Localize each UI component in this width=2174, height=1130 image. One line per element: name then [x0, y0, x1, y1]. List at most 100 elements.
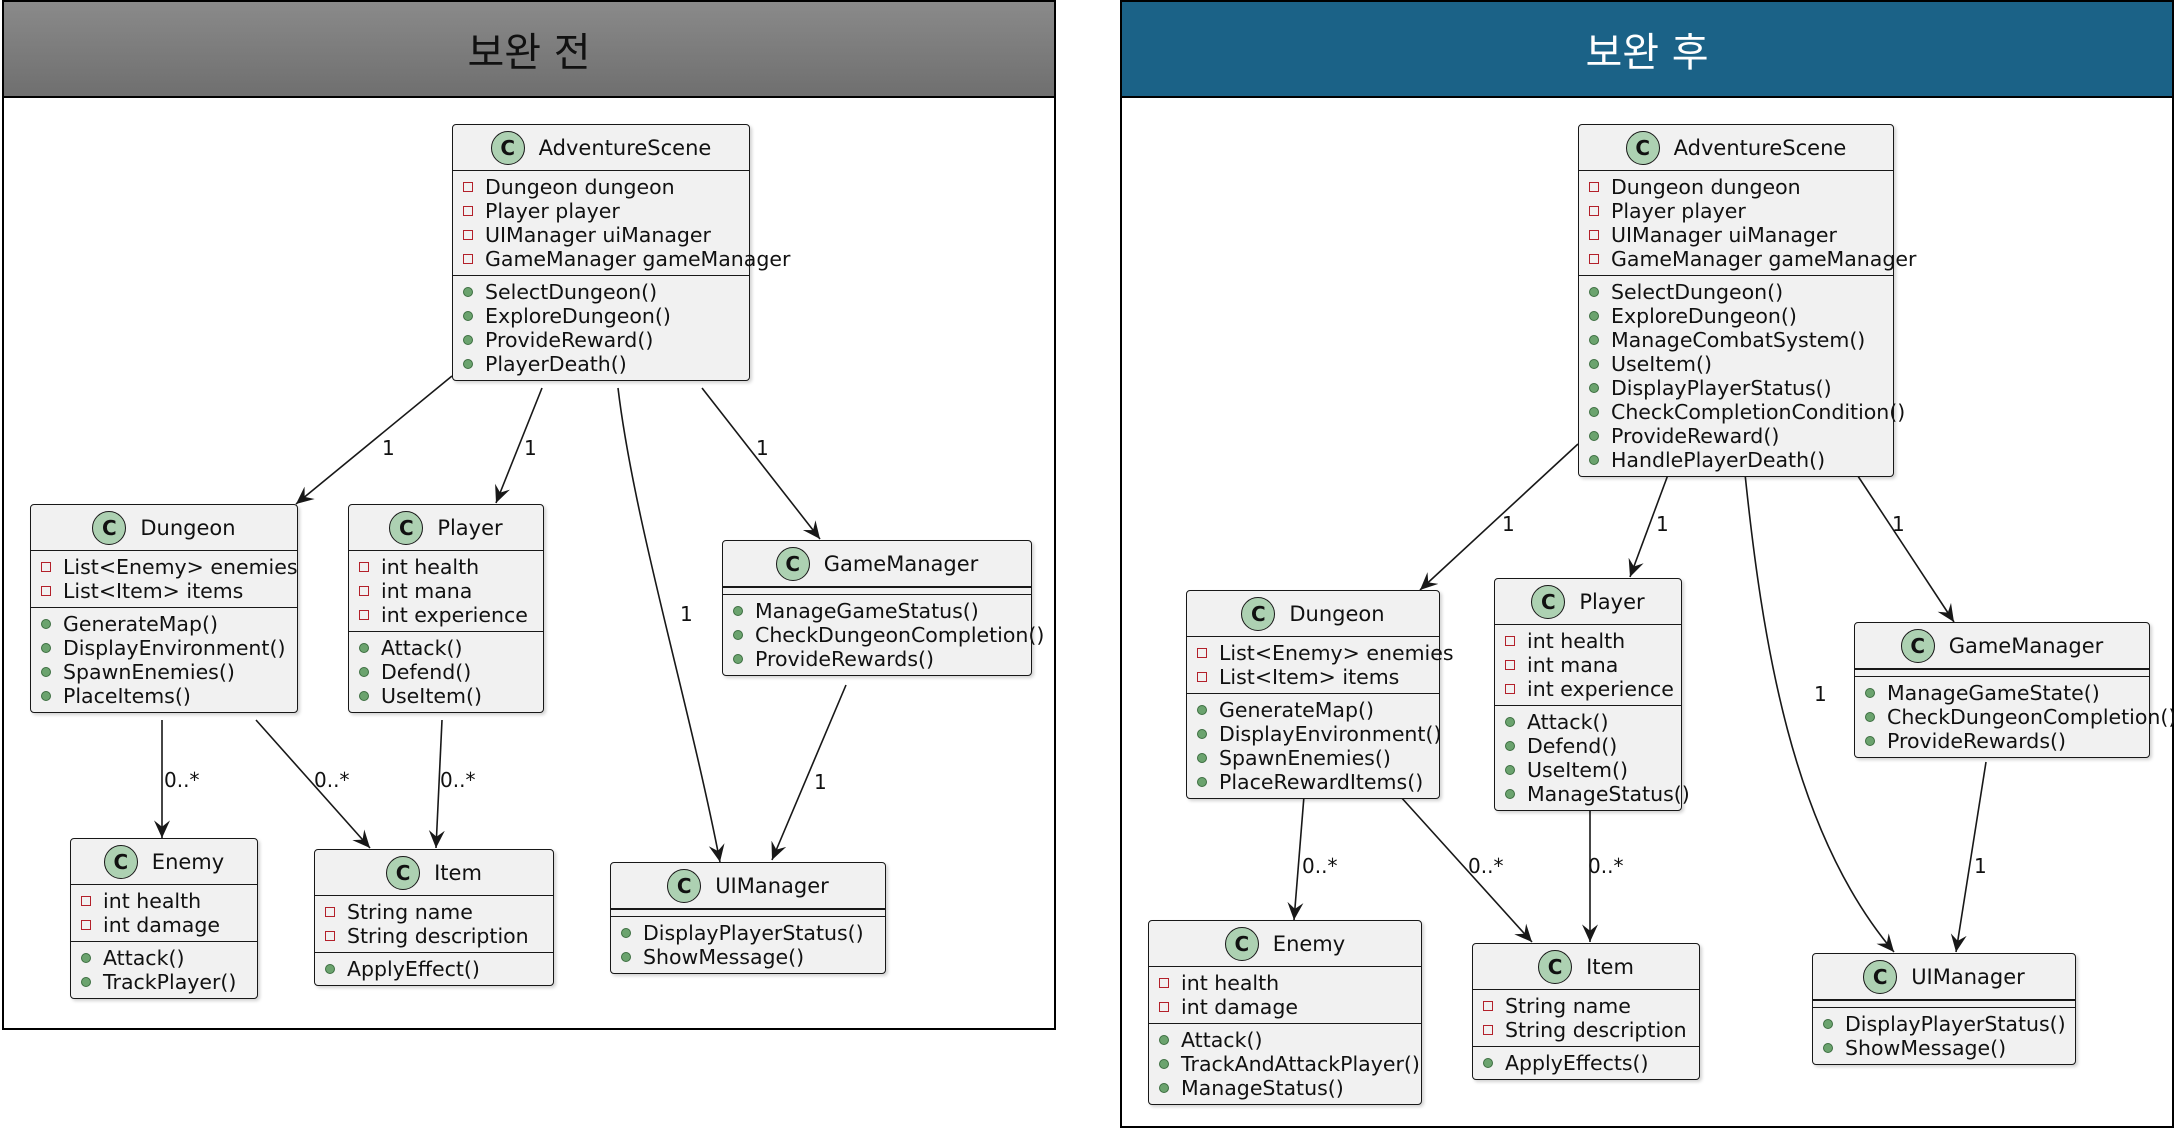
private-marker-icon: [1483, 1001, 1493, 1011]
public-marker-icon: [1505, 765, 1515, 775]
private-marker-icon: [359, 562, 369, 572]
field-row: String description: [1483, 1018, 1691, 1042]
method-row: GenerateMap(): [1197, 698, 1431, 722]
field-text: UIManager uiManager: [485, 223, 711, 247]
private-marker-icon: [1589, 206, 1599, 216]
private-marker-icon: [1159, 978, 1169, 988]
method-text: ApplyEffects(): [1505, 1051, 1649, 1075]
private-marker-icon: [41, 586, 51, 596]
method-text: Attack(): [1181, 1028, 1263, 1052]
fields-section: [1813, 1000, 2075, 1007]
public-marker-icon: [41, 667, 51, 677]
method-row: HandlePlayerDeath(): [1589, 448, 1885, 472]
class-name: UIManager: [715, 874, 829, 898]
edge-adventure-dungeon: [1419, 443, 1579, 591]
public-marker-icon: [41, 643, 51, 653]
public-marker-icon: [1823, 1043, 1833, 1053]
method-text: UseItem(): [1611, 352, 1712, 376]
private-marker-icon: [463, 254, 473, 264]
method-row: SelectDungeon(): [463, 280, 741, 304]
field-row: int health: [359, 555, 535, 579]
multiplicity-label: 1: [680, 602, 693, 626]
field-text: int damage: [1181, 995, 1298, 1019]
method-row: ProvideReward(): [1589, 424, 1885, 448]
field-row: UIManager uiManager: [463, 223, 741, 247]
private-marker-icon: [1589, 230, 1599, 240]
method-row: ShowMessage(): [621, 945, 877, 969]
field-text: int health: [1527, 629, 1626, 653]
class-icon: C: [103, 845, 138, 879]
multiplicity-label: 0..*: [164, 768, 200, 792]
method-text: DisplayPlayerStatus(): [1611, 376, 1832, 400]
method-row: UseItem(): [359, 684, 535, 708]
method-text: GenerateMap(): [63, 612, 219, 636]
class-name: Item: [434, 861, 482, 885]
private-marker-icon: [1197, 672, 1207, 682]
public-marker-icon: [1589, 455, 1599, 465]
method-row: ProvideRewards(): [733, 647, 1023, 671]
methods-section: Attack()Defend()UseItem()ManageStatus(): [1495, 705, 1690, 810]
private-marker-icon: [1505, 684, 1515, 694]
class-icon: C: [1224, 927, 1259, 961]
field-text: int mana: [1527, 653, 1619, 677]
public-marker-icon: [81, 953, 91, 963]
field-text: List<Enemy> enemies: [1219, 641, 1454, 665]
method-text: ProvideRewards(): [755, 647, 934, 671]
field-row: UIManager uiManager: [1589, 223, 1885, 247]
class-name: AdventureScene: [1673, 136, 1847, 160]
edge-adventure-dungeon: [295, 375, 453, 505]
field-row: List<Item> items: [1197, 665, 1431, 689]
method-row: PlayerDeath(): [463, 352, 741, 376]
method-text: Defend(): [381, 660, 472, 684]
field-text: int health: [103, 889, 202, 913]
method-row: UseItem(): [1505, 758, 1673, 782]
edge-adventure-gamemanager: [1849, 463, 1955, 623]
method-row: Defend(): [1505, 734, 1673, 758]
multiplicity-label: 1: [1502, 512, 1515, 536]
method-row: DisplayPlayerStatus(): [1823, 1012, 2067, 1036]
field-text: Dungeon dungeon: [485, 175, 675, 199]
class-name: Player: [1579, 590, 1645, 614]
multiplicity-label: 1: [1892, 512, 1905, 536]
class-name: Enemy: [1272, 932, 1346, 956]
field-text: List<Item> items: [1219, 665, 1400, 689]
method-row: Attack(): [1505, 710, 1673, 734]
method-row: ProvideReward(): [463, 328, 741, 352]
method-text: ShowMessage(): [643, 945, 805, 969]
private-marker-icon: [359, 610, 369, 620]
class-name: Dungeon: [140, 516, 236, 540]
method-text: DisplayEnvironment(): [1219, 722, 1442, 746]
private-marker-icon: [1505, 660, 1515, 670]
public-marker-icon: [1589, 311, 1599, 321]
multiplicity-label: 1: [1974, 854, 1987, 878]
public-marker-icon: [1865, 736, 1875, 746]
method-text: ManageGameState(): [1887, 681, 2100, 705]
method-text: UseItem(): [381, 684, 482, 708]
field-row: int mana: [1505, 653, 1673, 677]
multiplicity-label: 1: [382, 436, 395, 460]
method-row: ManageCombatSystem(): [1589, 328, 1885, 352]
field-row: int damage: [1159, 995, 1413, 1019]
multiplicity-label: 1: [1814, 682, 1827, 706]
method-row: CheckDungeonCompletion(): [733, 623, 1044, 647]
method-text: ExploreDungeon(): [1611, 304, 1797, 328]
method-text: CheckDungeonCompletion(): [755, 623, 1045, 647]
public-marker-icon: [621, 928, 631, 938]
field-row: int health: [1505, 629, 1673, 653]
panel-title: 보완 후: [1122, 2, 2172, 98]
method-row: TrackAndAttackPlayer(): [1159, 1052, 1420, 1076]
public-marker-icon: [1197, 753, 1207, 763]
method-row: ShowMessage(): [1823, 1036, 2067, 1060]
